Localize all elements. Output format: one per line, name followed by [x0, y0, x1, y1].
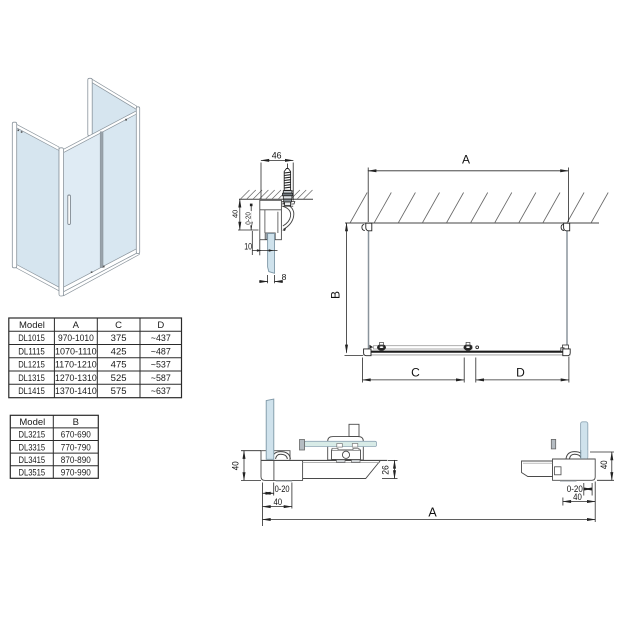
svg-text:40: 40	[231, 210, 240, 218]
svg-text:40: 40	[273, 497, 282, 507]
svg-text:C: C	[411, 366, 420, 380]
svg-text:40: 40	[230, 461, 240, 470]
svg-text:1270-1310: 1270-1310	[55, 373, 97, 384]
svg-text:1070-1110: 1070-1110	[55, 346, 97, 357]
svg-text:1370-1410: 1370-1410	[55, 386, 97, 397]
svg-text:DL1415: DL1415	[18, 386, 45, 397]
svg-text:40: 40	[573, 492, 582, 502]
svg-text:~587: ~587	[151, 373, 171, 384]
svg-text:~487: ~487	[151, 346, 171, 357]
svg-text:Model: Model	[19, 417, 45, 428]
svg-text:DL1215: DL1215	[18, 360, 45, 371]
svg-text:46: 46	[272, 150, 282, 160]
svg-text:~537: ~537	[151, 360, 171, 371]
svg-text:770-790: 770-790	[61, 442, 91, 453]
svg-text:575: 575	[111, 386, 127, 397]
svg-text:26: 26	[381, 465, 391, 475]
svg-text:475: 475	[111, 360, 127, 371]
svg-text:8: 8	[282, 272, 287, 282]
svg-text:D: D	[157, 320, 164, 331]
svg-text:0-20: 0-20	[244, 212, 253, 225]
svg-text:DL3215: DL3215	[19, 430, 46, 441]
svg-text:C: C	[115, 320, 122, 331]
svg-text:DL3515: DL3515	[19, 468, 46, 479]
svg-text:670-690: 670-690	[61, 430, 91, 441]
svg-text:~637: ~637	[151, 386, 171, 397]
svg-text:40: 40	[599, 460, 609, 469]
svg-text:DL1315: DL1315	[18, 373, 45, 384]
svg-text:970-990: 970-990	[61, 468, 91, 479]
svg-text:10: 10	[244, 242, 252, 252]
svg-text:B: B	[73, 417, 79, 428]
svg-text:970-1010: 970-1010	[58, 333, 94, 344]
svg-text:DL1015: DL1015	[18, 333, 45, 344]
svg-text:DL1115: DL1115	[18, 346, 45, 357]
svg-text:0-20: 0-20	[275, 484, 290, 494]
svg-text:Model: Model	[19, 320, 45, 331]
svg-text:0-20: 0-20	[567, 484, 583, 494]
svg-text:D: D	[516, 366, 525, 380]
svg-text:1170-1210: 1170-1210	[55, 360, 97, 371]
svg-text:DL3415: DL3415	[19, 455, 46, 466]
svg-text:375: 375	[111, 333, 127, 344]
svg-text:425: 425	[111, 346, 127, 357]
svg-text:525: 525	[111, 373, 127, 384]
svg-text:~437: ~437	[151, 333, 171, 344]
svg-text:870-890: 870-890	[61, 455, 91, 466]
svg-text:B: B	[329, 291, 343, 299]
svg-text:DL3315: DL3315	[19, 442, 46, 453]
svg-text:A: A	[428, 505, 437, 519]
svg-text:A: A	[73, 320, 80, 331]
svg-text:A: A	[462, 153, 470, 167]
